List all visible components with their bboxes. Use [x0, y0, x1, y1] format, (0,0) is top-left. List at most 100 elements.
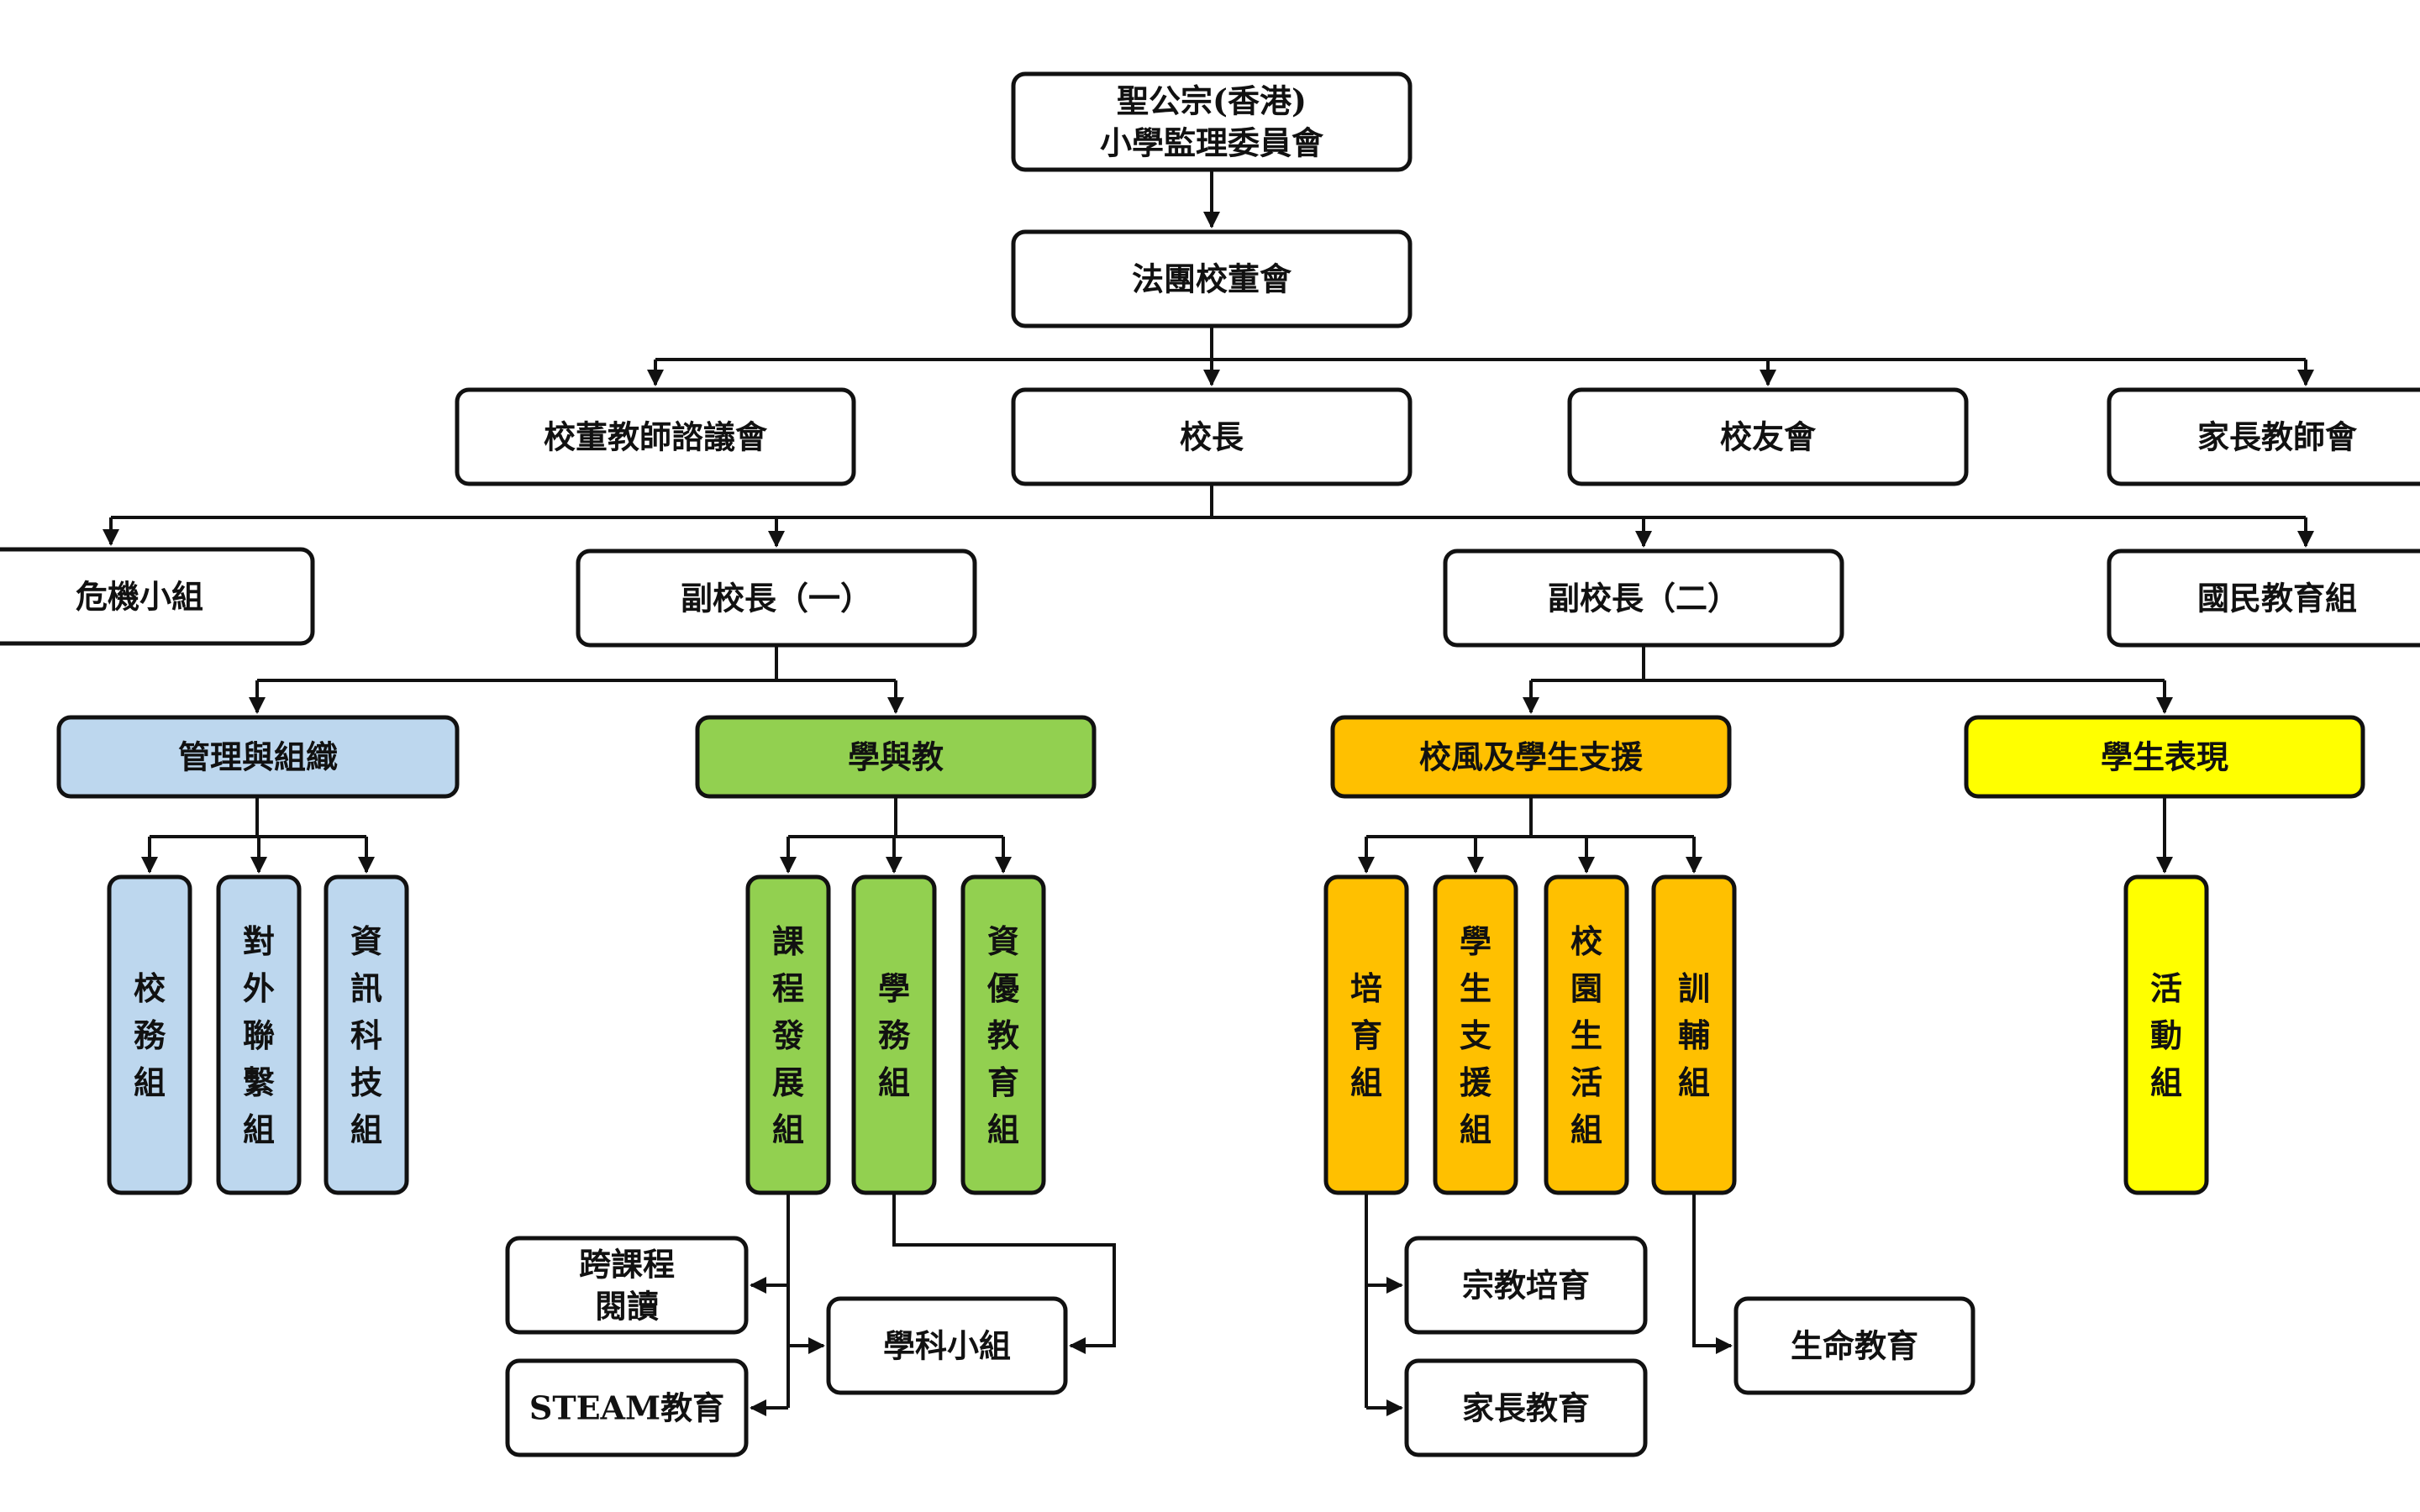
node-box	[1330, 715, 1732, 799]
node-student-support-team: 學生支援組	[1433, 874, 1518, 1195]
node-steam-education: STEAM教育	[505, 1358, 749, 1457]
node-label: 生命教育	[1791, 1327, 1918, 1365]
node-box	[1404, 1358, 1648, 1457]
node-box	[0, 547, 315, 646]
node-box	[745, 874, 831, 1195]
node-box	[455, 387, 856, 486]
node-label: 學生表現	[2101, 738, 2228, 776]
node-label: 校長	[1180, 418, 1244, 456]
node-label: 法團校董會	[1132, 260, 1292, 298]
node-box	[1011, 387, 1413, 486]
node-box	[1404, 1236, 1648, 1335]
node-box	[960, 874, 1046, 1195]
node-religious-nurturing: 宗教培育	[1404, 1236, 1648, 1335]
node-box	[1651, 874, 1737, 1195]
node-campus-life-team: 校園生活組	[1544, 874, 1629, 1195]
node-label: 家長教師會	[2197, 418, 2358, 456]
node-vice-principal-1: 副校長（一）	[576, 549, 977, 648]
node-box	[1964, 715, 2365, 799]
node-box	[695, 715, 1097, 799]
node-parent-education: 家長教育	[1404, 1358, 1648, 1457]
node-crisis-team: 危機小組	[0, 547, 315, 646]
node-learning-teaching: 學與教	[695, 715, 1097, 799]
node-box	[56, 715, 460, 799]
node-label: 學生支援組	[1460, 922, 1492, 1148]
node-label: STEAM教育	[529, 1389, 724, 1427]
node-management-organisation: 管理與組織	[56, 715, 460, 799]
node-label: 校董教師諮議會	[544, 418, 768, 456]
connector	[892, 1193, 1116, 1354]
node-label: 校務組	[134, 969, 166, 1101]
node-box	[1323, 874, 1409, 1195]
node-vice-principal-2: 副校長（二）	[1443, 549, 1844, 648]
node-label: 活動組	[2150, 969, 2182, 1101]
node-subject-panels: 學科小組	[826, 1296, 1068, 1395]
node-box	[2107, 549, 2420, 648]
node-label: 校友會	[1720, 418, 1817, 456]
node-label: 副校長（一）	[681, 580, 872, 617]
node-academic-affairs-team: 學務組	[851, 874, 937, 1195]
node-guidance-team: 訓輔組	[1651, 874, 1737, 1195]
node-box	[851, 874, 937, 1195]
connector-lines	[103, 170, 2314, 1416]
node-box	[1567, 387, 1969, 486]
node-label: 危機小組	[76, 578, 203, 616]
node-box	[1443, 549, 1844, 648]
node-label: 學科小組	[883, 1327, 1011, 1365]
node-box	[826, 1296, 1068, 1395]
node-box	[1733, 1296, 1975, 1395]
node-label: 資訊科技組	[350, 922, 382, 1148]
node-pta: 家長教師會	[2107, 387, 2420, 486]
node-box	[1433, 874, 1518, 1195]
node-label: 副校長（二）	[1548, 580, 1739, 617]
node-school-ethos-support: 校風及學生支援	[1330, 715, 1732, 799]
node-label: 宗教培育	[1462, 1267, 1590, 1305]
node-label: 學務組	[878, 969, 911, 1101]
node-gifted-education-team: 資優教育組	[960, 874, 1046, 1195]
node-alumni-association: 校友會	[1567, 387, 1969, 486]
node-nurturing-team: 培育組	[1323, 874, 1409, 1195]
node-label: 家長教育	[1462, 1389, 1590, 1427]
node-national-education-team: 國民教育組	[2107, 549, 2420, 648]
node-label-line: 跨課程	[579, 1246, 675, 1284]
node-label-line: 閱讀	[595, 1288, 659, 1326]
node-label: 訓輔組	[1678, 969, 1710, 1101]
node-label: 培育組	[1350, 969, 1382, 1101]
node-life-education: 生命教育	[1733, 1296, 1975, 1395]
node-label-line: 小學監理委員會	[1100, 124, 1324, 162]
node-box	[216, 874, 302, 1195]
node-box	[324, 874, 409, 1195]
node-label: 資優教育組	[986, 922, 1020, 1148]
node-curriculum-development-team: 課程發展組	[745, 874, 831, 1195]
node-label: 校風及學生支援	[1419, 738, 1644, 776]
node-box	[576, 549, 977, 648]
node-box	[1544, 874, 1629, 1195]
node-incorporated-management-committee: 法團校董會	[1011, 229, 1413, 328]
node-label: 對外聯繫組	[243, 922, 275, 1148]
node-label: 校園生活組	[1570, 922, 1602, 1148]
node-box	[2107, 387, 2420, 486]
node-board-teacher-council: 校董教師諮議會	[455, 387, 856, 486]
node-principal: 校長	[1011, 387, 1413, 486]
node-label: 學與教	[848, 738, 944, 776]
node-label-line: 聖公宗(香港)	[1117, 82, 1307, 120]
node-label: 管理與組織	[178, 738, 338, 776]
node-box	[505, 1358, 749, 1457]
node-student-performance: 學生表現	[1964, 715, 2365, 799]
node-box	[2123, 874, 2209, 1195]
node-box	[1011, 229, 1413, 328]
node-it-team: 資訊科技組	[324, 874, 409, 1195]
node-external-liaison-team: 對外聯繫組	[216, 874, 302, 1195]
node-activities-team: 活動組	[2123, 874, 2209, 1195]
node-box	[1011, 71, 1413, 172]
node-label: 國民教育組	[2197, 580, 2357, 617]
connector	[1692, 1193, 1733, 1354]
node-box	[107, 874, 192, 1195]
node-box	[505, 1236, 749, 1335]
node-school-affairs-team: 校務組	[107, 874, 192, 1195]
node-supervisory-committee: 聖公宗(香港) 小學監理委員會	[1011, 71, 1413, 172]
node-label: 課程發展組	[771, 922, 804, 1148]
